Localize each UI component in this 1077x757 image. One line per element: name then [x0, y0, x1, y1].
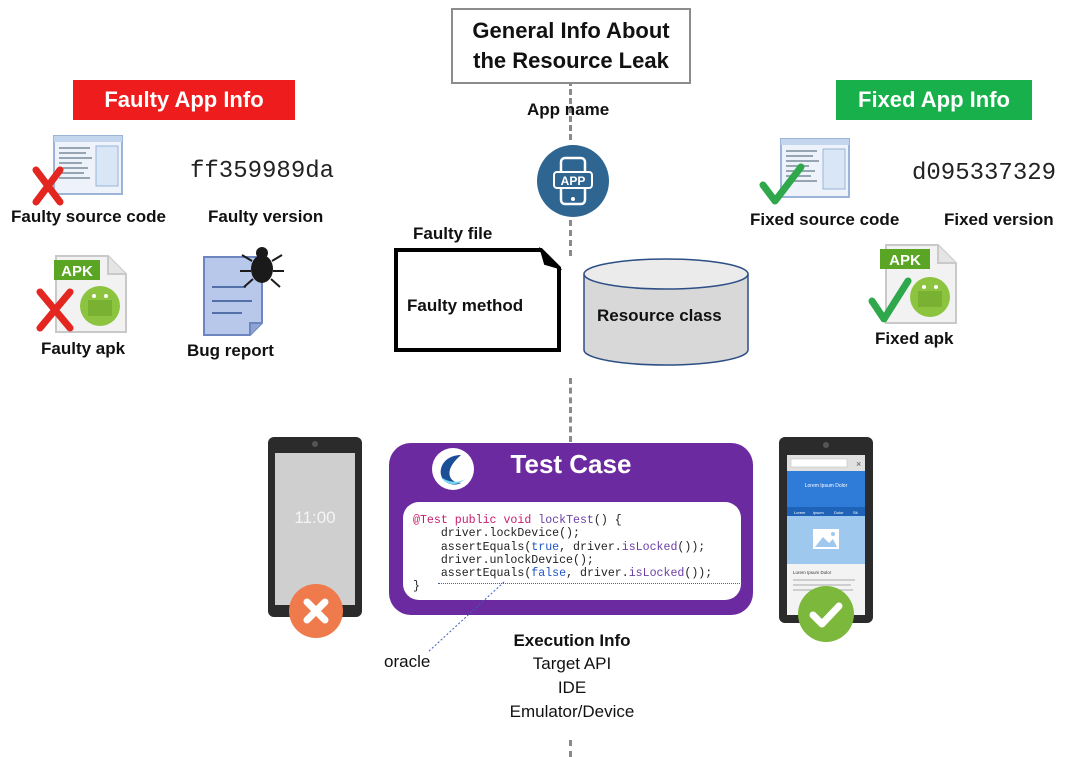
test-code: @Test public void lockTest() { driver.lo… [413, 514, 712, 594]
phone-tab-4: Sit [853, 510, 859, 515]
code-line-5c: ()); [684, 567, 713, 581]
faulty-file-label: Faulty file [413, 224, 493, 243]
code-islocked-2: isLocked [628, 567, 685, 581]
fixed-apk-icon: APK [866, 243, 962, 332]
test-case-title: Test Case [510, 449, 632, 479]
fixed-apk-text: APK [889, 252, 921, 269]
code-line-5a: assertEquals( [413, 567, 532, 581]
title-line-2: the Resource Leak [473, 48, 669, 73]
execution-info: Execution Info Target API IDE Emulator/D… [470, 631, 674, 724]
execution-item-target-api: Target API [532, 654, 612, 673]
center-divider [569, 80, 572, 140]
faulty-apk-label: Faulty apk [41, 339, 126, 358]
app-icon: APP [537, 145, 609, 217]
phone-tab-2: ipsum [813, 510, 824, 515]
faulty-apk-text: APK [61, 263, 93, 280]
code-line-2: driver.lockDevice(); [413, 527, 580, 541]
fixed-source-code-icon [757, 135, 857, 216]
code-false: false [531, 567, 567, 581]
fixed-phone: × Lorem Ipsum Dolor Lorem ipsum Dolor Si… [779, 437, 875, 642]
faulty-file-shape [393, 246, 563, 358]
fixed-source-code-label: Fixed source code [750, 210, 900, 229]
code-line-3c: ()); [677, 540, 706, 554]
execution-info-heading: Execution Info [513, 631, 631, 650]
center-divider [569, 220, 572, 256]
code-true: true [531, 540, 560, 554]
bug-report-icon [196, 243, 286, 344]
failure-icon [288, 583, 344, 644]
code-method-name: lockTest [538, 514, 594, 527]
resource-class-label: Resource class [597, 306, 722, 325]
fixed-apk-label: Fixed apk [875, 329, 954, 348]
faulty-version-label: Faulty version [208, 207, 324, 226]
faulty-source-code-label: Faulty source code [11, 207, 166, 226]
resource-class-cylinder [582, 257, 752, 374]
execution-item-emulator: Emulator/Device [509, 702, 635, 721]
test-case-card: Test Case @Test public void lockTest() {… [389, 443, 753, 615]
success-icon [797, 585, 855, 648]
oracle-connector [427, 581, 505, 653]
app-icon-text: APP [561, 174, 586, 188]
faulty-version-value: ff359989da [190, 158, 335, 185]
faulty-method-label: Faulty method [407, 296, 524, 315]
test-case-logo-icon [431, 447, 475, 496]
phone-body-title: Lorem Ipsum Dolor [793, 570, 832, 575]
fixed-app-info-banner: Fixed App Info [836, 80, 1032, 120]
fixed-version-label: Fixed version [944, 210, 1054, 229]
code-line-3b: , driver. [559, 540, 622, 554]
code-line-1-rest: () { [593, 514, 622, 527]
faulty-phone: 11:00 [266, 437, 364, 642]
oracle-underline [438, 583, 742, 584]
svg-text:×: × [856, 459, 861, 469]
general-info-title: General Info About the Resource Leak [451, 8, 691, 84]
fixed-version-value: d095337329 [912, 160, 1057, 187]
faulty-app-info-banner: Faulty App Info [73, 80, 295, 120]
app-name-label: App name [527, 100, 610, 119]
code-line-6: } [413, 580, 420, 594]
center-divider [569, 740, 572, 757]
center-divider [569, 378, 572, 442]
faulty-source-code-icon [32, 132, 126, 213]
phone-tab-1: Lorem [794, 510, 806, 515]
title-line-1: General Info About [472, 18, 670, 43]
test-code-box: @Test public void lockTest() { driver.lo… [403, 502, 742, 600]
code-islocked-1: isLocked [621, 540, 678, 554]
phone-header-text: Lorem Ipsum Dolor [805, 483, 848, 489]
phone-clock: 11:00 [294, 508, 335, 527]
execution-item-ide: IDE [557, 678, 587, 697]
oracle-label: oracle [384, 652, 431, 671]
code-annotation: @Test public void [413, 514, 539, 527]
code-line-3a: assertEquals( [413, 540, 532, 554]
code-line-5b: , driver. [566, 567, 629, 581]
phone-tab-3: Dolor [834, 510, 844, 515]
code-line-4: driver.unlockDevice(); [413, 553, 594, 567]
faulty-apk-icon: APK [36, 254, 132, 339]
bug-report-label: Bug report [187, 341, 274, 360]
